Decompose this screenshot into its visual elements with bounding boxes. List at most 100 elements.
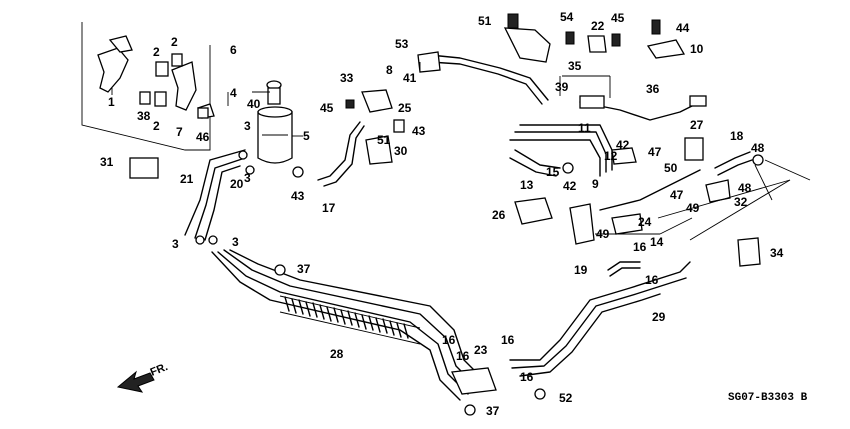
callout-48b: 48 xyxy=(738,181,752,195)
callout-52: 52 xyxy=(559,391,573,405)
sensor-35 xyxy=(579,95,605,109)
callout-42a: 42 xyxy=(616,138,630,152)
callout-5: 5 xyxy=(303,129,310,143)
callout-45a: 45 xyxy=(611,11,625,25)
callout-2c: 2 xyxy=(153,119,160,133)
callout-8: 8 xyxy=(386,63,393,77)
hose-18 xyxy=(714,151,751,169)
callout-47a: 47 xyxy=(648,145,662,159)
callout-17: 17 xyxy=(322,201,336,215)
callout-16e: 16 xyxy=(501,333,515,347)
callout-7: 7 xyxy=(176,125,183,139)
part-32 xyxy=(705,179,731,203)
callout-18: 18 xyxy=(730,129,744,143)
callout-39: 39 xyxy=(555,80,569,94)
callout-32: 32 xyxy=(734,195,748,209)
callout-50: 50 xyxy=(664,161,678,175)
hose-17 xyxy=(317,121,361,181)
callout-2a: 2 xyxy=(153,45,160,59)
callout-29: 29 xyxy=(652,310,666,324)
callout-26: 26 xyxy=(492,208,506,222)
callout-51b: 51 xyxy=(377,133,391,147)
callout-25: 25 xyxy=(398,101,412,115)
callout-labels: 1 2 2 2 3 3 3 3 4 5 6 7 8 9 10 11 12 13 … xyxy=(100,10,784,418)
bolt-44 xyxy=(651,19,661,35)
clip-43 xyxy=(393,119,405,133)
hose-19 xyxy=(607,261,641,271)
bracket-24 xyxy=(611,213,643,235)
valve-26 xyxy=(514,197,553,225)
reservoir xyxy=(257,80,304,178)
callout-15: 15 xyxy=(546,165,560,179)
callout-51a: 51 xyxy=(478,14,492,28)
callout-44: 44 xyxy=(676,21,690,35)
part-34 xyxy=(737,237,761,267)
clip-part-38 xyxy=(139,91,151,105)
bracket-upper xyxy=(108,35,133,53)
callout-16b: 16 xyxy=(645,273,659,287)
callout-28: 28 xyxy=(330,347,344,361)
callout-1: 1 xyxy=(108,95,115,109)
clip-part-2a xyxy=(155,61,169,77)
callout-49a: 49 xyxy=(686,201,700,215)
clip-48a xyxy=(752,154,764,166)
bracket-30 xyxy=(365,135,393,165)
callout-3c: 3 xyxy=(172,237,179,251)
callout-3d: 3 xyxy=(232,235,239,249)
sensor-wire-36 xyxy=(579,101,701,121)
callout-19: 19 xyxy=(574,263,588,277)
front-arrow-icon xyxy=(116,370,155,393)
valve-14 xyxy=(569,203,595,245)
callout-43b: 43 xyxy=(412,124,426,138)
callout-43a: 43 xyxy=(291,189,305,203)
fitting-23 xyxy=(451,367,497,395)
callout-42b: 42 xyxy=(563,179,577,193)
callout-40: 40 xyxy=(247,97,261,111)
leader-lines xyxy=(111,62,811,241)
grommet-37a xyxy=(274,264,286,276)
bracket-group xyxy=(81,22,215,151)
callout-31: 31 xyxy=(100,155,114,169)
callout-2b: 2 xyxy=(171,35,178,49)
callout-16d: 16 xyxy=(456,349,470,363)
callout-34: 34 xyxy=(770,246,784,260)
part-27 xyxy=(684,137,704,161)
bolt-54 xyxy=(565,31,575,45)
bracket-part-1 xyxy=(97,47,129,93)
return-lines xyxy=(184,149,255,245)
callout-37b: 37 xyxy=(486,404,500,418)
pipe-bundle-11 xyxy=(509,124,613,177)
diagram-code: SG07-B3303 B xyxy=(728,392,808,404)
fitting-top-right xyxy=(503,27,551,63)
callout-3a: 3 xyxy=(244,119,251,133)
callout-37a: 37 xyxy=(297,262,311,276)
callout-12: 12 xyxy=(604,149,618,163)
bracket-part-7 xyxy=(171,61,197,111)
grommet-37b xyxy=(464,404,476,416)
reservoir-body xyxy=(257,111,293,164)
callout-27: 27 xyxy=(690,118,704,132)
callout-49b: 49 xyxy=(596,227,610,241)
bolt-52 xyxy=(534,388,546,400)
connector-36 xyxy=(689,95,707,107)
clip-part-2c xyxy=(154,91,167,107)
callout-54: 54 xyxy=(560,10,574,24)
reservoir-neck xyxy=(267,87,281,105)
callout-16c: 16 xyxy=(442,333,456,347)
callout-9: 9 xyxy=(592,177,599,191)
callout-23: 23 xyxy=(474,343,488,357)
callout-10: 10 xyxy=(690,42,704,56)
callout-24: 24 xyxy=(638,215,652,229)
hose-24 xyxy=(599,169,701,211)
clip-22 xyxy=(587,35,607,53)
bracket-31 xyxy=(129,157,159,179)
cooler-lines xyxy=(211,249,485,401)
callout-22: 22 xyxy=(591,19,605,33)
callout-4: 4 xyxy=(230,86,237,100)
callout-47b: 47 xyxy=(670,188,684,202)
cooler-28 xyxy=(279,295,421,345)
callout-36: 36 xyxy=(646,82,660,96)
callout-45b: 45 xyxy=(320,101,334,115)
nut-45 xyxy=(345,99,355,109)
